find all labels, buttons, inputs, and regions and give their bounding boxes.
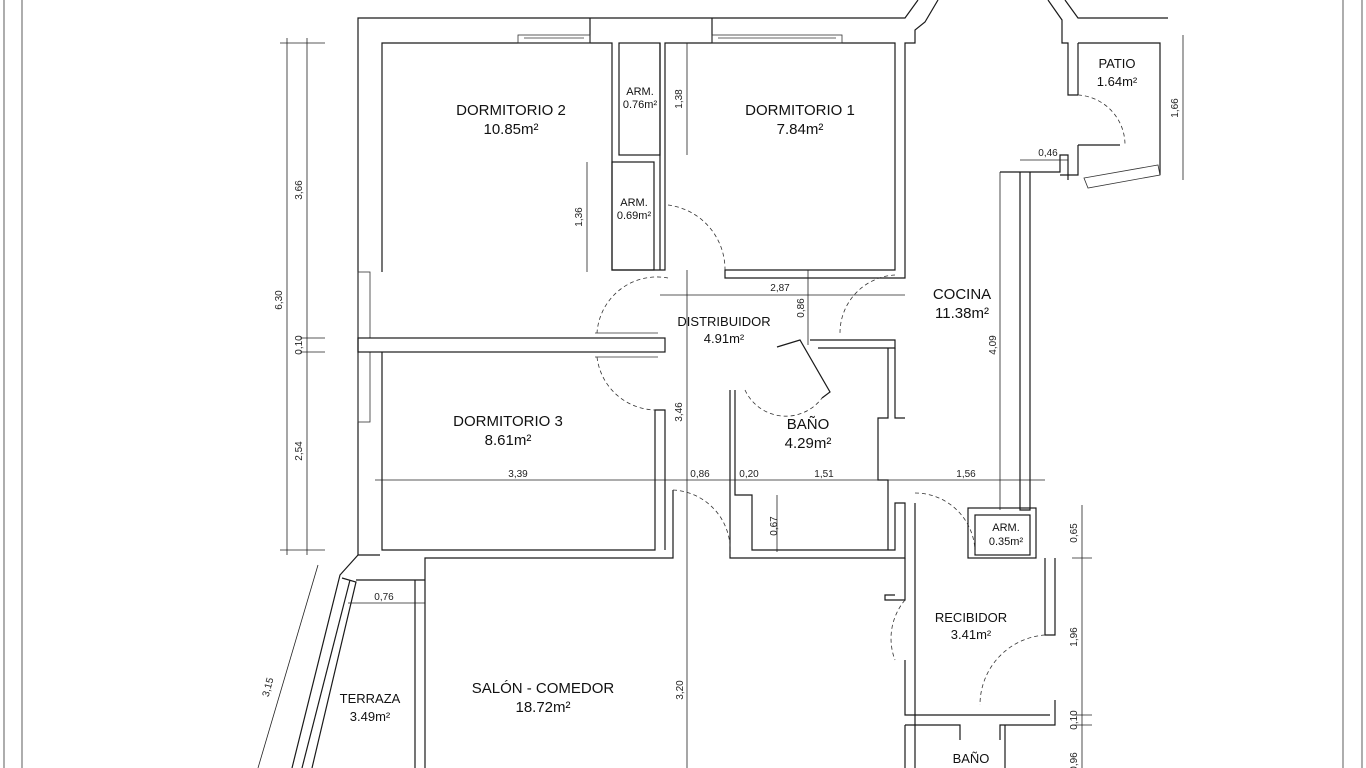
dim-bano-width: 1,51 [814, 469, 834, 480]
dim-arm2-height: 1,36 [574, 207, 585, 227]
closet-3-name: ARM. [992, 522, 1020, 534]
room-dormitorio-3-name: DORMITORIO 3 [453, 413, 563, 430]
dim-dorm2-height: 3,66 [294, 180, 305, 200]
dim-salon-height: 3,20 [675, 680, 686, 700]
dim-bano-step: 0,67 [769, 516, 780, 536]
dim-dorm3-height: 2,54 [294, 441, 305, 461]
walls [291, 0, 1168, 768]
dim-hall-width: 0,86 [690, 469, 710, 480]
dim-wall-right: 0,10 [1069, 710, 1080, 730]
room-terraza-name: TERRAZA [340, 691, 401, 706]
room-dormitorio-2-name: DORMITORIO 2 [456, 102, 566, 119]
closet-1-area: 0.76m² [623, 99, 658, 111]
room-distribuidor-name: DISTRIBUIDOR [677, 314, 770, 329]
dim-patio-door: 0,46 [1038, 148, 1058, 159]
dim-bano-wall: 0,20 [739, 469, 759, 480]
room-patio-area: 1.64m² [1097, 74, 1138, 89]
dim-distrib-height: 3,46 [674, 402, 685, 422]
dim-terraza-length: 3,15 [261, 676, 277, 698]
room-recibidor-area: 3.41m² [951, 627, 992, 642]
dim-recibidor-width: 1,56 [956, 469, 976, 480]
room-bano-area: 4.29m² [785, 435, 832, 452]
dim-arm3-height: 0,65 [1069, 523, 1080, 543]
room-patio-name: PATIO [1098, 56, 1135, 71]
room-terraza-area: 3.49m² [350, 709, 391, 724]
room-cocina-name: COCINA [933, 286, 991, 303]
dim-total-left: 6,30 [274, 290, 285, 310]
dimension-lines [257, 35, 1184, 768]
room-dormitorio-1-name: DORMITORIO 1 [745, 102, 855, 119]
closet-2-area: 0.69m² [617, 210, 652, 222]
dim-distrib-gap: 0,86 [796, 298, 807, 318]
page-frame [3, 0, 1363, 768]
room-recibidor-name: RECIBIDOR [935, 610, 1007, 625]
room-distribuidor-area: 4.91m² [704, 331, 745, 346]
room-dormitorio-3-area: 8.61m² [485, 432, 532, 449]
dim-arm1-height: 1,38 [674, 89, 685, 109]
closet-3-area: 0.35m² [989, 536, 1024, 548]
dim-patio-height: 1,66 [1170, 98, 1181, 118]
dim-terraza-width: 0,76 [374, 592, 394, 603]
doors [596, 94, 1126, 706]
dim-dorm3-width: 3,39 [508, 469, 528, 480]
dim-cocina-height: 4,09 [988, 335, 999, 355]
closet-1-name: ARM. [626, 86, 654, 98]
dim-bano2-height: 0,96 [1069, 752, 1080, 768]
dimension-labels: 6,30 3,66 0,10 2,54 1,38 1,36 2,87 0,86 … [261, 89, 1181, 768]
room-cocina-area: 11.38m² [935, 305, 989, 322]
room-salon-comedor-area: 18.72m² [515, 699, 570, 716]
room-bano-name: BAÑO [787, 416, 830, 433]
room-salon-comedor-name: SALÓN - COMEDOR [472, 680, 615, 697]
dim-wall-left: 0,10 [294, 335, 305, 355]
room-dormitorio-1-area: 7.84m² [777, 121, 824, 138]
room-dormitorio-2-area: 10.85m² [483, 121, 538, 138]
room-labels: DORMITORIO 2 10.85m² DORMITORIO 1 7.84m²… [340, 56, 1138, 766]
dim-recibidor-height: 1,96 [1069, 627, 1080, 647]
dim-distrib-width: 2,87 [770, 283, 790, 294]
closet-2-name: ARM. [620, 197, 648, 209]
room-bano-2-name: BAÑO [953, 751, 990, 766]
